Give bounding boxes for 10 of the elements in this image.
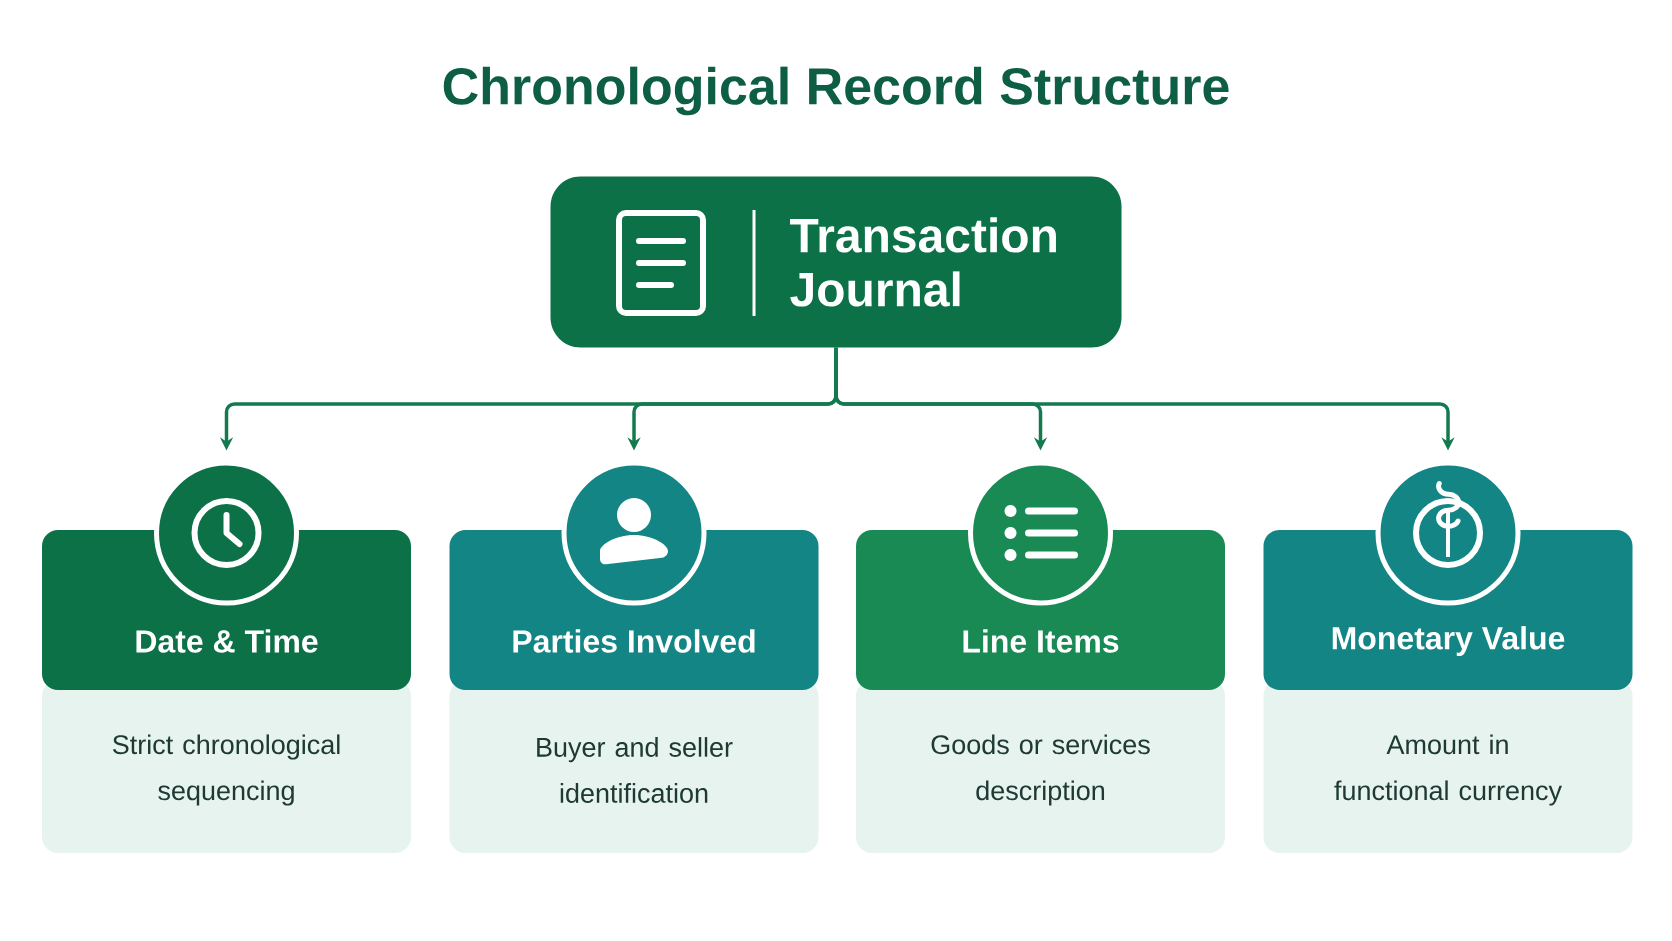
node-label: Parties Involved	[513, 629, 755, 653]
category-card: Parties Involved Buyer and seller identification	[449, 460, 819, 853]
category-card: Date & Time Strict chronological sequencing	[42, 460, 411, 853]
category-card: Monetary Value Amount in functional currency	[1263, 460, 1633, 853]
category-card: Line Items Goods or services description	[856, 460, 1225, 853]
node-label: Date & Time	[136, 629, 318, 653]
node-label: Monetary Value	[1332, 626, 1565, 656]
journal-box: Transaction Journal	[550, 176, 1122, 348]
node-label: Line Items	[963, 629, 1119, 653]
title: Chronological Record Structure	[443, 66, 1229, 116]
